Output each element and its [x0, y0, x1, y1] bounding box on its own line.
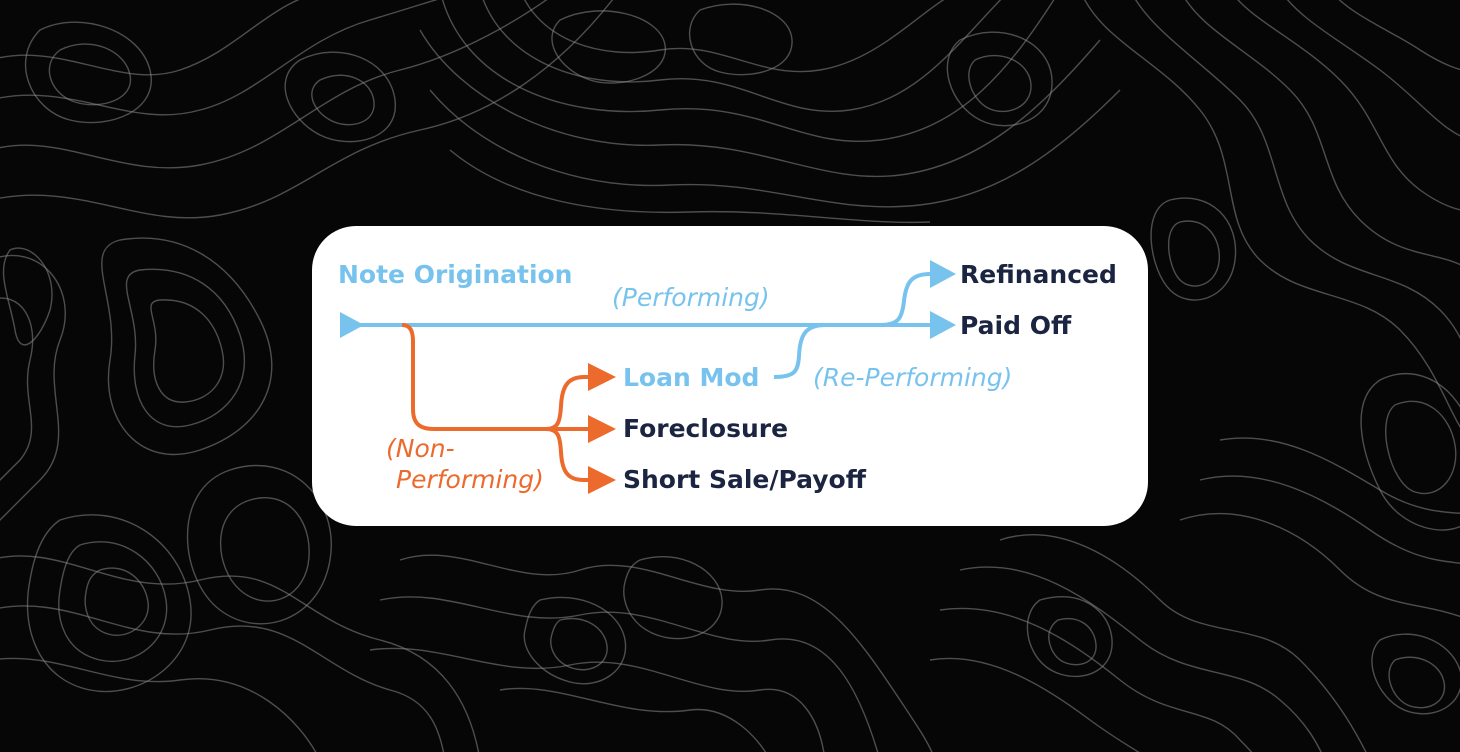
loan-mod-arrowhead	[588, 363, 616, 391]
foreclosure-arrowhead	[588, 415, 616, 443]
re-performing-path	[773, 323, 827, 379]
short-sale-arrowhead	[588, 466, 616, 494]
non-performing-path	[401, 323, 546, 431]
note-origination-label: Note Origination	[338, 260, 573, 289]
refinanced-label: Refinanced	[960, 260, 1117, 289]
loan-mod-branch	[545, 375, 594, 431]
non-performing-label-line2: Performing)	[396, 465, 544, 494]
refinanced-branch	[879, 272, 938, 327]
paid-off-arrowhead	[930, 311, 956, 339]
loan-outcome-flow-diagram: Note Origination (Performing) Refinanced…	[338, 260, 1117, 494]
re-performing-label: (Re-Performing)	[813, 363, 1012, 392]
start-arrowhead	[340, 312, 364, 338]
diagram-card: Note Origination (Performing) Refinanced…	[312, 226, 1148, 526]
short-sale-branch	[545, 427, 594, 482]
short-sale-payoff-label: Short Sale/Payoff	[623, 465, 867, 494]
non-performing-label-line1: (Non-	[386, 434, 455, 463]
paid-off-label: Paid Off	[960, 311, 1072, 340]
performing-label: (Performing)	[612, 283, 770, 312]
loan-mod-label: Loan Mod	[623, 363, 759, 392]
refinanced-arrowhead	[930, 260, 956, 288]
foreclosure-label: Foreclosure	[623, 414, 788, 443]
